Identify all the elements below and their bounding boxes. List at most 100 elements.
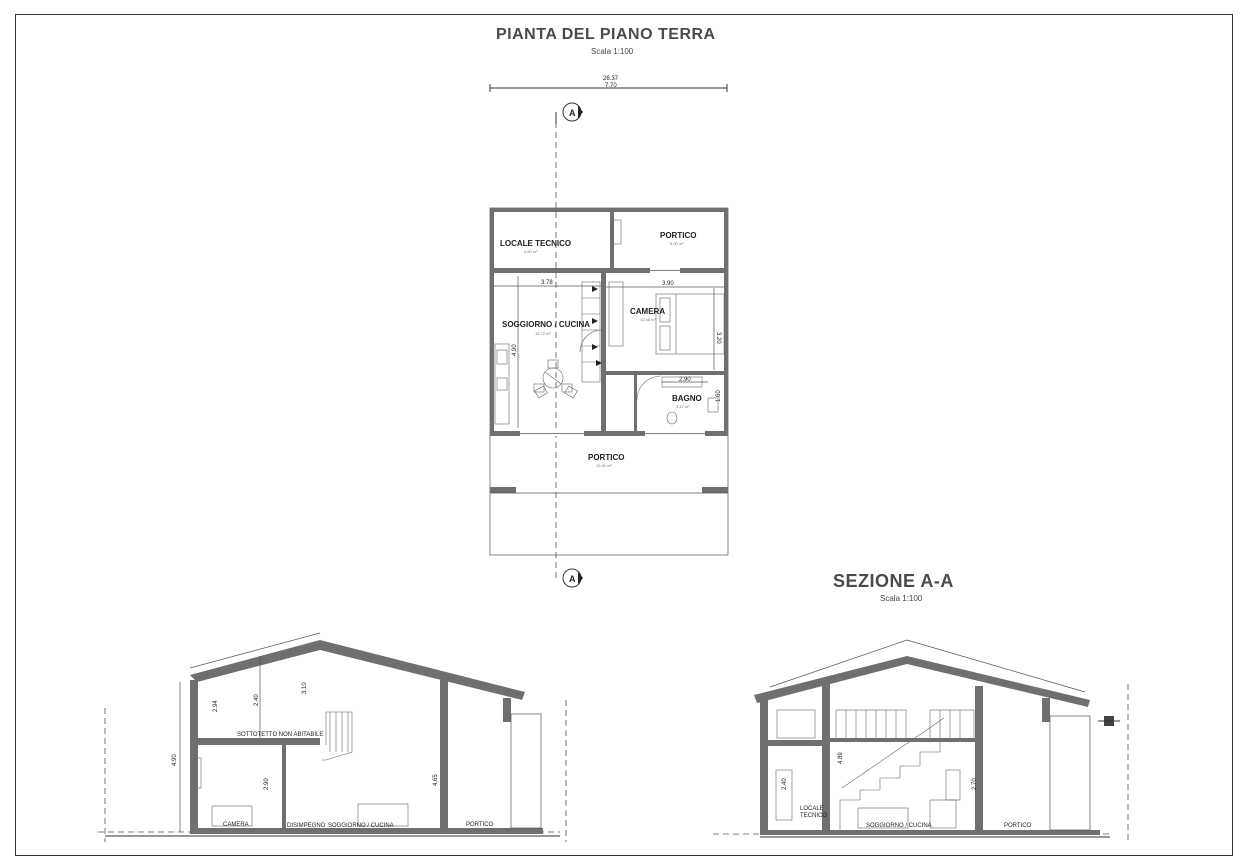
door <box>945 769 961 801</box>
railing <box>835 709 907 741</box>
floor-slab <box>760 740 830 746</box>
kitchen-icon <box>357 803 409 827</box>
dining-table-icon <box>533 359 578 399</box>
section-title: SEZIONE A-A <box>833 571 954 591</box>
sec-left-label-portico: PORTICO <box>466 822 494 828</box>
attic-label: SOTTOTETTO NON ABITABILE <box>237 732 323 738</box>
sec-left-label-disimpegno: DISIMPEGNO <box>287 823 326 829</box>
chair <box>533 383 545 393</box>
sec-right-h-right: 2.70 <box>972 778 978 790</box>
section-left: 4.90 2.94 2.40 3.10 2.90 4.65 SOTTOTETTO… <box>98 632 567 842</box>
section-scale: Scala 1:100 <box>880 594 923 603</box>
wall <box>440 680 448 832</box>
wall <box>610 208 614 270</box>
floor-slab <box>190 738 320 745</box>
room-area-portico-top: 5.00 m² <box>670 241 684 246</box>
wall <box>490 268 728 273</box>
portico-post <box>702 487 728 493</box>
toilet-icon <box>666 411 678 425</box>
wall <box>601 273 606 431</box>
room-label-camera: CAMERA <box>630 307 665 316</box>
portico-column <box>1049 715 1091 831</box>
kitchen-counter <box>494 343 510 425</box>
sec-left-upper-h1: 2.94 <box>213 700 219 712</box>
arrow-icon <box>592 286 598 292</box>
section-right: 2.40 4.89 2.70 LOCALE TECNICO SOGGIORNO … <box>713 639 1129 840</box>
roof-outline <box>769 639 1086 693</box>
wall <box>822 682 830 832</box>
chair <box>561 383 573 393</box>
wall <box>282 745 286 828</box>
chair <box>564 385 578 399</box>
chair <box>547 359 559 369</box>
window <box>776 709 816 739</box>
section-stair <box>322 711 353 761</box>
stair-handrail <box>841 717 945 789</box>
technical-unit <box>775 769 793 821</box>
dim-soggiorno-h: 4.90 <box>512 344 518 356</box>
section-arrow-icon <box>578 572 583 584</box>
room-area-locale-tecnico: 4.80 m² <box>524 249 538 254</box>
dim-bagno-w: 2.90 <box>679 377 691 383</box>
sink-icon <box>707 397 719 413</box>
floor-plan: 26.37 7.70 A A <box>489 76 729 588</box>
floor-slab <box>760 830 1100 835</box>
top-dim-inner: 7.70 <box>605 83 617 89</box>
wall <box>490 431 728 436</box>
room-label-bagno: BAGNO <box>672 394 702 403</box>
room-label-portico-bottom: PORTICO <box>588 453 624 462</box>
sec-right-h-left: 2.40 <box>782 778 788 790</box>
room-label-portico-top: PORTICO <box>660 231 696 240</box>
wall <box>760 700 768 832</box>
dim-camera-h: 3.20 <box>715 332 721 344</box>
wall <box>190 680 198 832</box>
dim-soggiorno-w: 3.78 <box>541 280 553 286</box>
section-marker-label-top: A <box>569 108 576 118</box>
sec-right-portico: PORTICO <box>1004 823 1032 829</box>
boiler-icon <box>612 219 622 245</box>
wall <box>490 208 728 212</box>
sec-left-label-camera: CAMERA <box>223 822 249 828</box>
bed-icon <box>655 293 725 355</box>
wall <box>490 208 494 436</box>
portico-post <box>490 487 516 493</box>
dim-bagno-h: 1.60 <box>716 390 722 402</box>
sec-left-label-soggiorno: SOGGIORNO / CUCINA <box>328 823 394 829</box>
wall <box>1042 698 1050 722</box>
room-area-soggiorno: 18.72 m² <box>535 331 551 336</box>
dim-camera-w: 3.90 <box>662 281 674 287</box>
wardrobe <box>608 281 624 347</box>
wall <box>975 686 983 832</box>
roof <box>754 656 1090 707</box>
pillow <box>659 325 671 351</box>
door-swing <box>636 375 662 401</box>
roof <box>190 640 525 700</box>
sec-left-total-h: 4.90 <box>172 754 178 766</box>
room-label-locale-tecnico: LOCALE TECNICO <box>500 239 571 248</box>
sec-left-ridge-h: 3.10 <box>302 682 308 694</box>
plan-outline <box>489 207 729 556</box>
sink-icon <box>496 349 508 365</box>
arrow-icon <box>592 344 598 350</box>
top-dim-outer: 26.37 <box>603 76 619 82</box>
wall <box>503 698 511 722</box>
room-area-bagno: 3.47 m² <box>676 404 690 409</box>
portico-column <box>510 713 542 829</box>
section-marker-label-bottom: A <box>569 574 576 584</box>
sheet-frame <box>15 14 1233 856</box>
room-label-soggiorno: SOGGIORNO / CUCINA <box>502 320 590 329</box>
sec-right-locale-2: TECNICO <box>800 813 827 819</box>
sec-left-right-h: 4.65 <box>433 774 439 786</box>
wall <box>606 371 724 375</box>
sec-left-upper-h2: 2.40 <box>254 694 260 706</box>
sec-right-soggiorno: SOGGIORNO / CUCINA <box>866 823 932 829</box>
table-detail <box>544 371 562 385</box>
pillow <box>659 297 671 323</box>
section-stair <box>839 742 941 830</box>
arrow-icon <box>596 360 602 366</box>
roof-line <box>189 632 321 669</box>
arrow-icon <box>592 318 598 324</box>
sec-left-ground-h: 2.90 <box>264 778 270 790</box>
